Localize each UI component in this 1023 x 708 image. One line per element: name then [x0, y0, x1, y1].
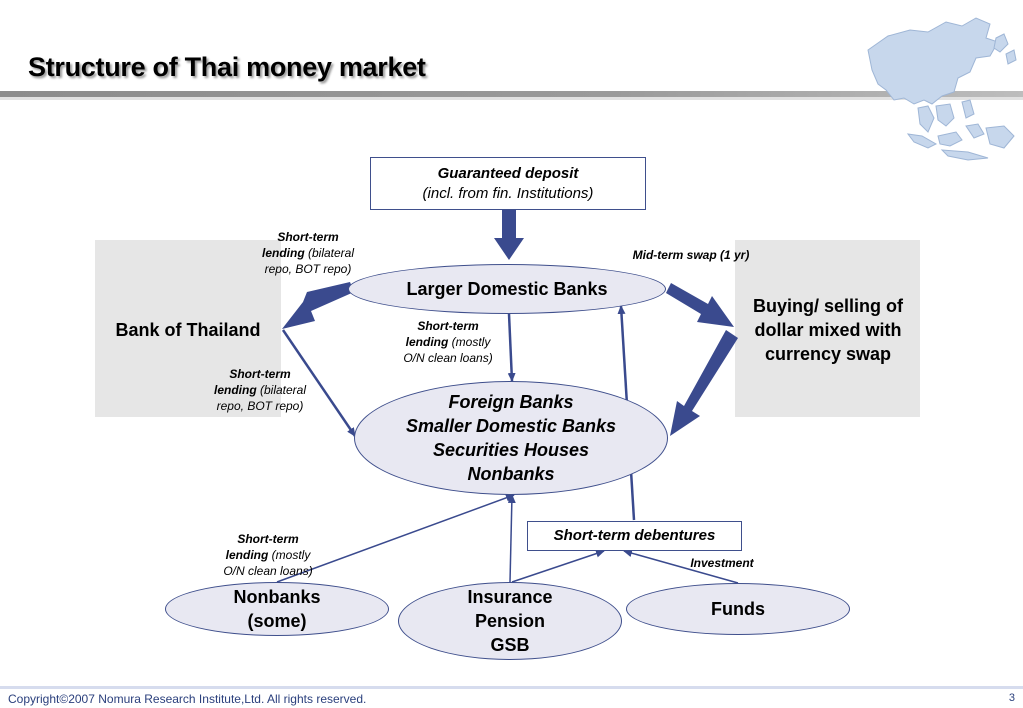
arrow-deposit-to-larger — [494, 210, 524, 260]
label-line: repo, BOT repo) — [264, 262, 352, 276]
label-line: (bilateral — [304, 246, 355, 260]
label-line: O/N clean loans) — [223, 564, 313, 578]
arrow-larger-to-swap — [666, 283, 734, 327]
label-line: lending — [261, 246, 305, 260]
insurance-line-1: Insurance — [467, 587, 553, 607]
label-larger-to-center: Short-term lending (mostly O/N clean loa… — [390, 318, 506, 366]
label-nonbanks-to-center: Short-term lending (mostly O/N clean loa… — [210, 531, 326, 579]
arrow-larger-to-center — [507, 313, 516, 382]
label-bot-to-center: Short-term lending (bilateral repo, BOT … — [202, 366, 318, 414]
nonbanks-some-line-1: Nonbanks — [233, 587, 321, 607]
bank-of-thailand-box — [95, 240, 281, 417]
asia-map-icon — [867, 17, 1017, 161]
label-line: lending — [405, 335, 449, 349]
page-number: 3 — [1008, 692, 1015, 704]
buying-selling-line-2: dollar mixed with — [754, 320, 902, 340]
guaranteed-deposit-note: (incl. from fin. Institutions) — [422, 185, 594, 202]
arrow-insurance-to-debentures — [511, 549, 605, 583]
funds-oval: Funds — [626, 583, 850, 635]
short-term-debentures-box: Short-term debentures — [527, 521, 742, 551]
page-title: Structure of Thai money market — [28, 52, 426, 82]
label-line: (bilateral — [256, 383, 307, 397]
insurance-line-2: Pension — [474, 611, 545, 631]
label-mid-term-swap: Mid-term swap (1 yr) — [632, 248, 750, 262]
foreign-banks-oval: Foreign Banks Smaller Domestic Banks Sec… — [354, 381, 668, 495]
arrow-funds-to-debentures — [623, 549, 739, 584]
center-line-2: Smaller Domestic Banks — [405, 416, 617, 436]
larger-domestic-banks-label: Larger Domestic Banks — [406, 279, 608, 299]
bank-of-thailand-label: Bank of Thailand — [115, 320, 261, 340]
insurance-oval: Insurance Pension GSB — [398, 582, 622, 660]
short-term-debentures-label: Short-term debentures — [553, 527, 716, 544]
center-line-3: Securities Houses — [432, 440, 590, 460]
larger-domestic-banks-oval: Larger Domestic Banks — [348, 264, 666, 314]
insurance-line-3: GSB — [490, 635, 530, 655]
label-line: Short-term — [277, 230, 339, 244]
label-line: repo, BOT repo) — [216, 399, 304, 413]
guaranteed-deposit-box: Guaranteed deposit (incl. from fin. Inst… — [370, 157, 646, 210]
nonbanks-some-oval: Nonbanks (some) — [165, 582, 389, 636]
arrow-swap-to-center — [670, 330, 738, 436]
label-line: lending — [213, 383, 257, 397]
label-bot-to-larger: Short-term lending (bilateral repo, BOT … — [250, 229, 366, 277]
buying-selling-box — [735, 240, 920, 417]
center-line-1: Foreign Banks — [448, 392, 574, 412]
funds-label: Funds — [711, 599, 765, 619]
title-rule — [0, 91, 1023, 97]
arrow-larger-to-bot — [282, 282, 354, 329]
arrow-nonbanks-to-center — [276, 494, 515, 583]
label-line: lending — [225, 548, 269, 562]
label-line: (mostly — [448, 335, 491, 349]
label-line: O/N clean loans) — [403, 351, 493, 365]
footer-rule — [0, 686, 1023, 689]
buying-selling-line-3: currency swap — [764, 344, 892, 364]
buying-selling-line-1: Buying/ selling of — [752, 296, 903, 316]
copyright: Copyright©2007 Nomura Research Institute… — [8, 692, 367, 706]
label-line: (mostly — [268, 548, 311, 562]
label-line: Short-term — [417, 319, 479, 333]
label-line: Short-term — [237, 532, 299, 546]
arrow-bot-to-center — [281, 329, 357, 437]
arrow-insurance-to-center — [507, 494, 516, 583]
nonbanks-some-line-2: (some) — [247, 611, 307, 631]
label-investment: Investment — [690, 556, 754, 570]
label-line: Short-term — [229, 367, 291, 381]
center-line-4: Nonbanks — [467, 464, 555, 484]
title-rule-shadow — [0, 97, 1023, 100]
guaranteed-deposit-title: Guaranteed deposit — [437, 165, 579, 182]
buying-selling-label: Buying/ selling of dollar mixed with cur… — [738, 294, 918, 366]
